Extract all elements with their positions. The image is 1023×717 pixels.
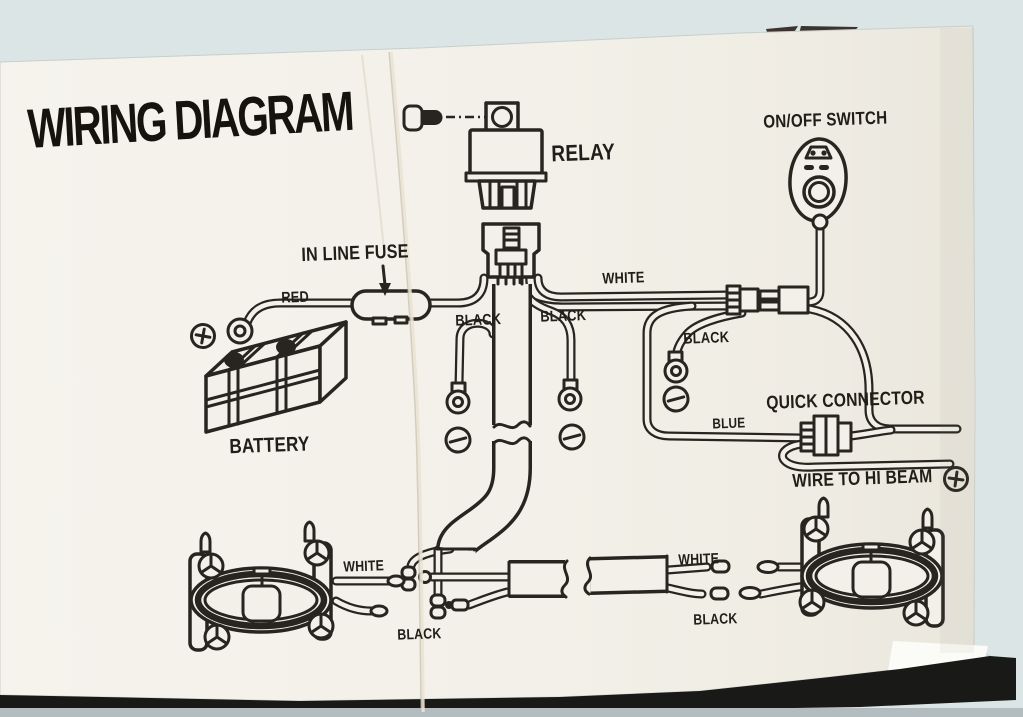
battery-illustration [190,317,348,434]
wire-label-black-harness: BLACK [693,609,738,629]
bullet-connectors [369,559,780,620]
wire-label-white-harness: WHITE [678,549,720,569]
negative-terminal-icon [662,385,690,413]
switch-connector [725,284,810,316]
fuse-label: IN LINE FUSE [301,240,409,266]
fuse-pointer-arrow [379,264,391,296]
positive-terminal-icon [190,323,216,349]
battery-ring-terminal [226,317,254,345]
positive-terminal-icon [943,466,969,492]
wire-label-black-relay-right: BLACK [540,306,587,326]
wire-label-black-relay-left: BLACK [455,310,502,330]
wire-label-blue: BLUE [712,414,746,432]
ground-terminals [444,350,969,492]
on-off-switch-illustration [788,137,848,231]
wire-label-white-left-lamp: WHITE [343,556,385,576]
mounting-bolt-icon [402,104,486,132]
relay-illustration [402,101,548,286]
switch-label: ON/OFF SWITCH [763,108,888,133]
quick-connector-illustration [799,414,853,457]
battery-label: BATTERY [229,432,310,458]
negative-terminal-icon [558,423,586,451]
wire-label-white-relay: WHITE [602,268,645,288]
wires [242,223,962,616]
relay-socket [481,222,541,286]
wire-label-black-left-lamp: BLACK [397,624,442,644]
wire-label-red: RED [281,288,310,307]
relay-label: RELAY [551,139,616,168]
wiring-loom [435,284,669,599]
scanner-bottom-strip [0,708,1023,717]
wire-label-black-switch: BLACK [683,328,730,348]
page-bottom-shadow [0,656,1016,712]
negative-terminal-icon [444,426,472,454]
page-crease [361,28,974,713]
